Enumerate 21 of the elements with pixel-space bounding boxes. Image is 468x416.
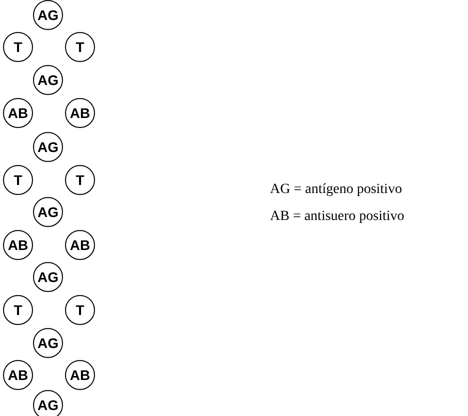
- well-circle: AG: [33, 262, 63, 292]
- well-circle: T: [3, 32, 33, 62]
- well-circle: T: [65, 295, 95, 325]
- well-circle: AB: [65, 98, 95, 128]
- well-circle: AB: [65, 230, 95, 260]
- legend-note: AB = antisuero positivo: [270, 209, 404, 225]
- well-circle: AG: [33, 328, 63, 358]
- well-circle: T: [65, 165, 95, 195]
- well-circle: AG: [33, 65, 63, 95]
- legend-note: AG = antígeno positivo: [270, 182, 402, 198]
- well-circle: AG: [33, 132, 63, 162]
- well-circle: AB: [3, 360, 33, 390]
- well-circle: AB: [3, 230, 33, 260]
- well-circle: T: [3, 295, 33, 325]
- well-circle: AG: [33, 0, 63, 30]
- well-circle: AG: [33, 390, 63, 416]
- well-circle: AB: [3, 98, 33, 128]
- well-circle: T: [65, 32, 95, 62]
- well-circle: T: [3, 165, 33, 195]
- well-circle: AB: [65, 360, 95, 390]
- well-circle: AG: [33, 197, 63, 227]
